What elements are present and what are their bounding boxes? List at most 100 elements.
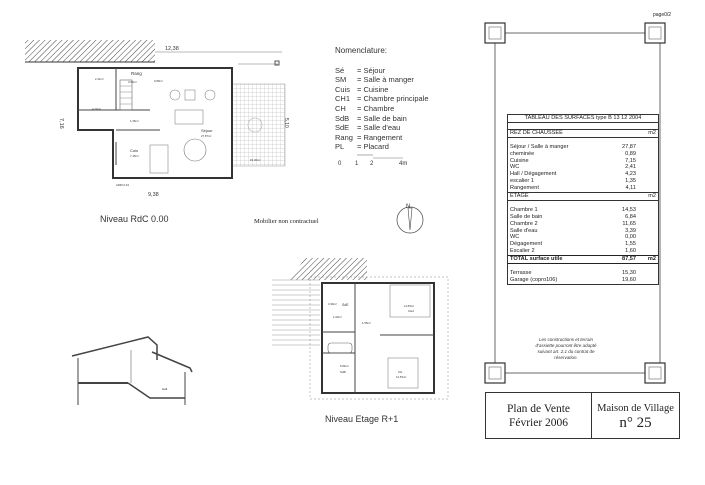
nomenclature-item: SdE= Salle d'eau	[335, 123, 429, 133]
abbr: Sé	[335, 65, 345, 75]
nomenclature-item: CH1 = Chambre principale	[335, 94, 429, 104]
upper-floor-plan: 3.39m² SdE 1.60m² 1.55m² CH2 11.65m² SdB…	[272, 258, 449, 424]
room-name: CH2	[408, 309, 414, 313]
total-label: TOTAL surface utile	[510, 256, 563, 263]
nomenclature-item: Sé = Séjour	[335, 66, 429, 76]
dim-bottom: 9,38	[148, 192, 159, 198]
room-name: CH	[398, 370, 402, 374]
meaning: = Salle de bain	[357, 113, 407, 123]
row-value: 1,55	[625, 241, 636, 248]
furniture-note: Mobilier non contractuel	[254, 218, 319, 225]
table-frame	[484, 22, 666, 384]
room-area: 0.89m²	[154, 79, 163, 83]
section-label: REZ DE CHAUSSEE	[510, 129, 563, 136]
surfaces-table: TABLEAU DES SURFACES type B 13 12 2004 R…	[507, 114, 659, 285]
room-name: SdB	[340, 370, 346, 374]
room-area: 15.30m²	[250, 158, 260, 162]
section-label: Hall	[162, 387, 168, 391]
meaning: = Placard	[357, 142, 389, 152]
row-value: 1,35	[625, 178, 636, 185]
ground-plan-title: Niveau RdC 0.00	[100, 214, 169, 224]
table-title: TABLEAU DES SURFACES type B 13 12 2004	[508, 115, 658, 123]
table-row: Chambre 1 14,53	[508, 207, 658, 214]
scale-label: 4m	[399, 161, 407, 167]
room-area: 11.65m²	[404, 304, 414, 308]
project-name: Maison de Village	[597, 402, 674, 414]
row-value: 2,41	[625, 164, 636, 171]
abbr: CH1	[335, 94, 351, 104]
nomenclature-item: Cuis = Cuisine	[335, 85, 429, 95]
title-block: Plan de Vente Février 2006 Maison de Vil…	[485, 392, 680, 439]
room-name: Cuis	[130, 148, 138, 153]
scale-label: 1	[355, 161, 359, 167]
unit: m2	[648, 129, 656, 136]
row-value: 14,53	[622, 206, 636, 213]
abbr: SdB	[335, 113, 350, 123]
room-area: 14.53m²	[396, 375, 406, 379]
row-value: 0,00	[625, 234, 636, 241]
contract-note: Les constructions et terrain d'assiette …	[535, 337, 597, 360]
dim-left: 7,16	[58, 118, 64, 129]
room-area: 4.23m²	[92, 107, 101, 111]
row-value: 6,84	[625, 213, 636, 220]
dim-right: 5,10	[283, 118, 289, 128]
scale-label: 0	[338, 161, 342, 167]
terrace	[231, 83, 286, 167]
nomenclature-item: PL= Placard	[335, 142, 429, 152]
scale-bar: 0 1 2 4m	[338, 154, 407, 167]
row-value: 19,60	[622, 276, 636, 283]
meaning: = Séjour	[357, 65, 386, 75]
abbr: Rang	[335, 132, 353, 142]
abbr: Cuis	[335, 84, 351, 94]
title-line: Plan de Vente	[506, 402, 571, 415]
abbr: CH	[335, 103, 346, 113]
meaning: = Cuisine	[357, 84, 389, 94]
dim-top: 12,38	[165, 46, 179, 52]
room-area: 6.84m²	[340, 364, 349, 368]
row-value: 7,15	[625, 157, 636, 164]
row-label: Dégagement	[510, 241, 543, 248]
room-area: 1.60m²	[333, 315, 342, 319]
table-row: Hall / Dégagement 4,23	[508, 171, 658, 178]
table-row: Escalier 2 1,60	[508, 248, 658, 255]
room-name: Rang	[131, 71, 142, 76]
row-label: Escalier 2	[510, 248, 535, 255]
row-label: WC	[510, 164, 520, 171]
row-value: 4,23	[625, 171, 636, 178]
row-value: 1,60	[625, 248, 636, 255]
room-area: 7.15m²	[130, 154, 139, 158]
table-row: WC 2,41	[508, 164, 658, 171]
room-area: 27.87m²	[201, 134, 211, 138]
nomenclature-item: SM= Salle à manger	[335, 75, 429, 85]
table-row: Dégagement 1,55	[508, 241, 658, 248]
row-label: Chambre 1	[510, 206, 538, 213]
meaning: = Chambre principale	[357, 94, 429, 104]
project-number: n° 25	[619, 414, 652, 431]
meaning: = Salle d'eau	[357, 123, 401, 133]
abbr: SM	[335, 75, 347, 85]
row-label: Hall / Dégagement	[510, 171, 557, 178]
nomenclature-item: SdB = Salle de bain	[335, 114, 429, 124]
page-number: page0/2	[653, 12, 672, 18]
nomenclature-item: Rang = Rangement	[335, 133, 429, 143]
meaning: = Rangement	[357, 132, 403, 142]
total-value: 87,57	[622, 256, 636, 263]
room-area: 3.39m²	[328, 302, 337, 306]
unit: m2	[648, 193, 656, 200]
room-area: 2.41m²	[95, 77, 104, 81]
title-date: Février 2006	[508, 416, 569, 429]
section-label: ETAGE	[510, 193, 529, 200]
room-name: Séjour	[201, 128, 213, 133]
row-label: Rangement	[510, 185, 539, 192]
table-row: Garage (copro106)19,60	[508, 277, 658, 284]
row-label: cheminée	[510, 150, 535, 157]
